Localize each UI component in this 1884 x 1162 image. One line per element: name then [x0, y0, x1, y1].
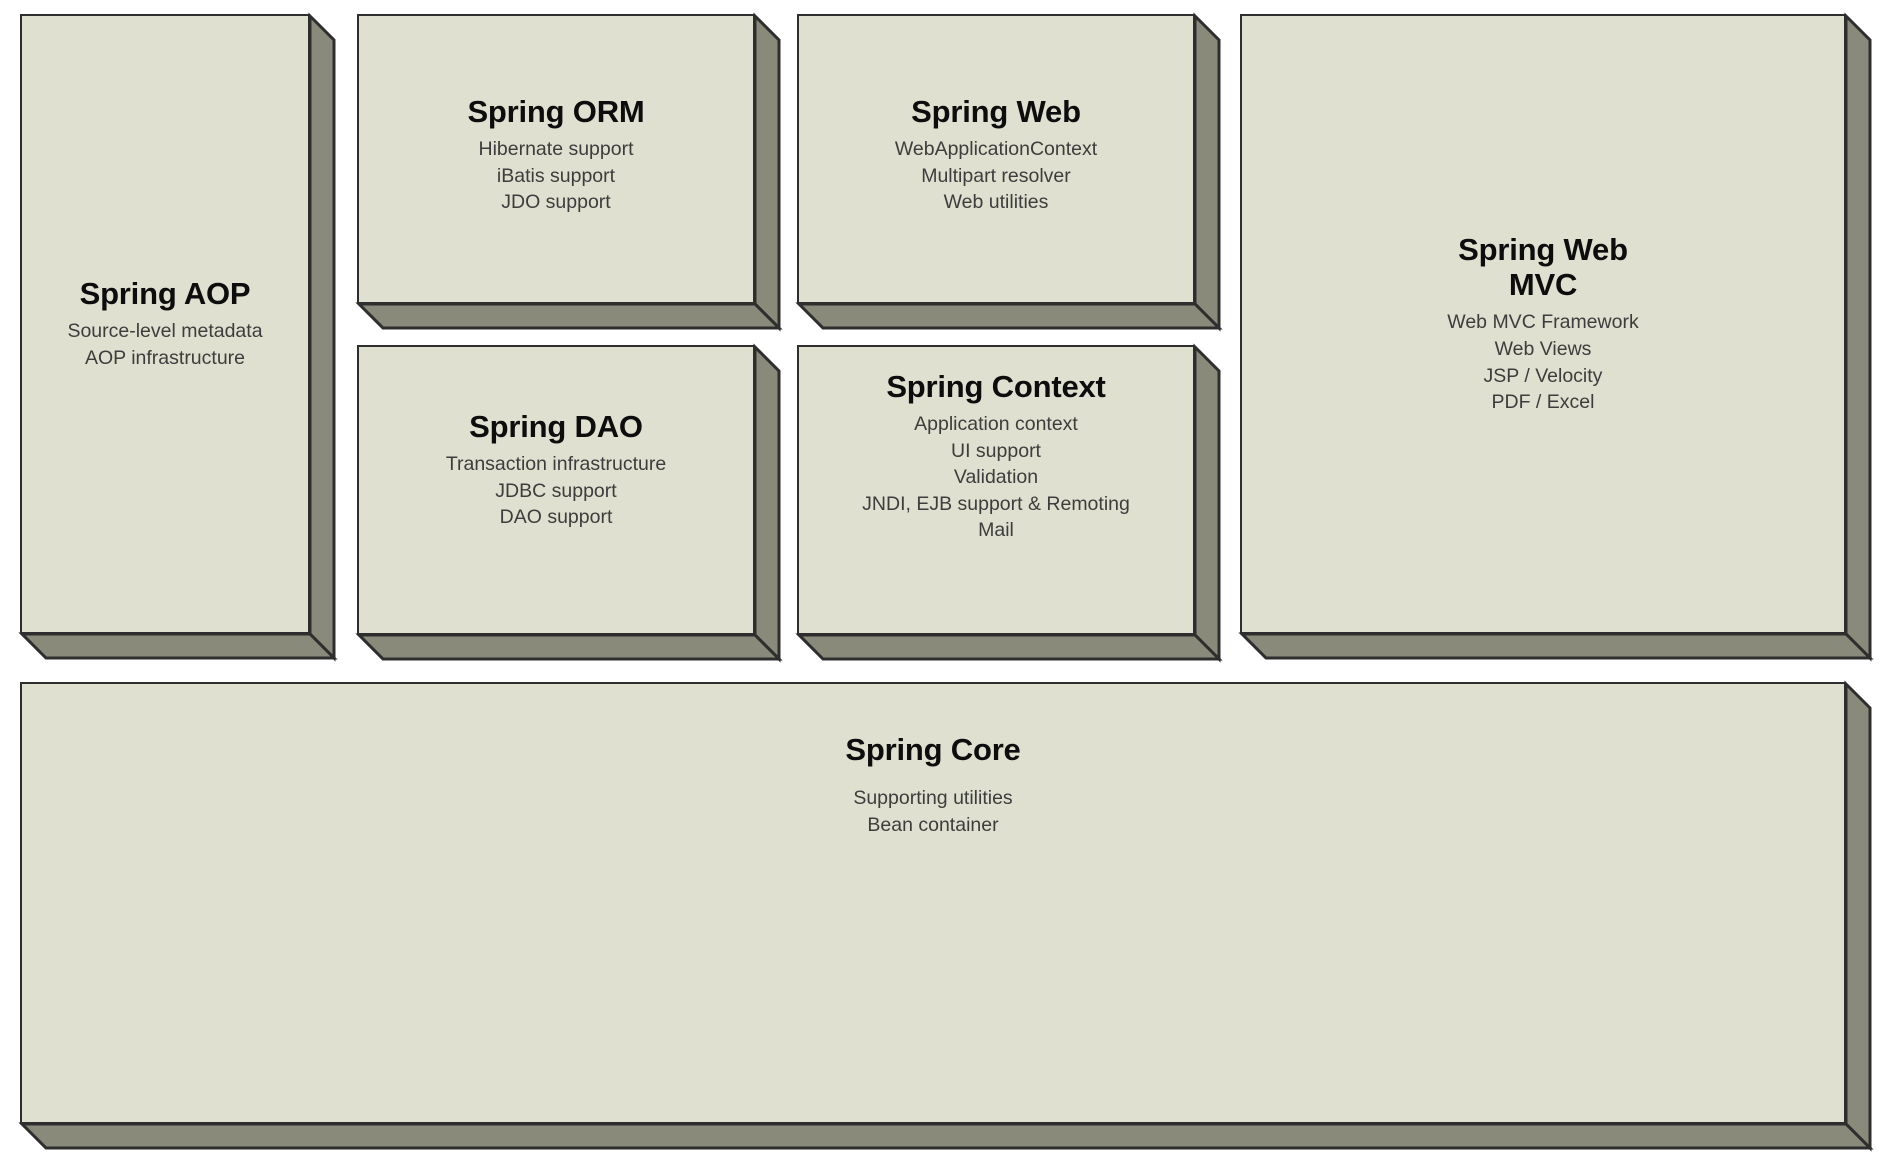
- spring-context-detail-2: Validation: [953, 466, 1039, 489]
- spring-orm-face: Spring ORM Hibernate support iBatis supp…: [357, 14, 755, 304]
- spring-web-mvc-detail-2: JSP / Velocity: [1483, 364, 1603, 387]
- spring-aop-title: Spring AOP: [79, 276, 251, 312]
- spring-web-mvc-face: Spring Web MVC Web MVC Framework Web Vie…: [1240, 14, 1846, 634]
- spring-web-mvc-extrusion: [1238, 12, 1874, 662]
- spring-core-details: Supporting utilities Bean container: [853, 785, 1012, 838]
- spring-dao-detail-0: Transaction infrastructure: [445, 453, 667, 476]
- spring-web-detail-1: Multipart resolver: [921, 164, 1071, 187]
- spring-dao-details: Transaction infrastructure JDBC support …: [446, 451, 666, 531]
- module-box-spring-orm[interactable]: Spring ORM Hibernate support iBatis supp…: [355, 12, 783, 332]
- spring-web-face: Spring Web WebApplicationContext Multipa…: [797, 14, 1195, 304]
- spring-orm-detail-1: iBatis support: [496, 164, 616, 187]
- spring-aop-face: Spring AOP Source-level metadata AOP inf…: [20, 14, 310, 634]
- spring-web-extrusion: [795, 12, 1223, 332]
- spring-aop-extrusion: [18, 12, 338, 662]
- spring-orm-detail-2: JDO support: [501, 191, 611, 214]
- module-box-spring-web[interactable]: Spring Web WebApplicationContext Multipa…: [795, 12, 1223, 332]
- spring-context-face: Spring Context Application context UI su…: [797, 345, 1195, 635]
- spring-web-detail-2: Web utilities: [943, 191, 1049, 214]
- spring-dao-title: Spring DAO: [469, 409, 643, 444]
- module-box-spring-dao[interactable]: Spring DAO Transaction infrastructure JD…: [355, 343, 783, 663]
- spring-orm-extrusion: [355, 12, 783, 332]
- spring-web-title: Spring Web: [911, 94, 1081, 129]
- spring-web-mvc-detail-0: Web MVC Framework: [1447, 311, 1639, 334]
- spring-context-detail-3: JNDI, EJB support & Remoting: [862, 492, 1130, 515]
- spring-context-title: Spring Context: [886, 369, 1106, 404]
- spring-orm-detail-0: Hibernate support: [478, 138, 634, 161]
- module-box-spring-core[interactable]: Spring Core Supporting utilities Bean co…: [18, 680, 1874, 1152]
- spring-context-details: Application context UI support Validatio…: [862, 411, 1130, 544]
- spring-web-details: WebApplicationContext Multipart resolver…: [895, 136, 1097, 216]
- module-box-spring-web-mvc[interactable]: Spring Web MVC Web MVC Framework Web Vie…: [1238, 12, 1874, 662]
- spring-core-title: Spring Core: [845, 732, 1021, 767]
- spring-dao-detail-1: JDBC support: [495, 479, 617, 502]
- spring-web-mvc-detail-1: Web Views: [1494, 338, 1592, 360]
- spring-context-detail-4: Mail: [978, 519, 1014, 542]
- spring-web-mvc-detail-3: PDF / Excel: [1491, 391, 1595, 414]
- module-box-spring-aop[interactable]: Spring AOP Source-level metadata AOP inf…: [18, 12, 338, 662]
- spring-dao-face: Spring DAO Transaction infrastructure JD…: [357, 345, 755, 635]
- spring-web-mvc-details: Web MVC Framework Web Views JSP / Veloci…: [1447, 309, 1638, 415]
- spring-orm-details: Hibernate support iBatis support JDO sup…: [478, 136, 633, 216]
- spring-core-extrusion: [18, 680, 1874, 1152]
- spring-core-detail-0: Supporting utilities: [853, 787, 1013, 810]
- spring-web-detail-0: WebApplicationContext: [894, 138, 1098, 161]
- spring-core-detail-1: Bean container: [867, 813, 999, 836]
- spring-core-face: Spring Core Supporting utilities Bean co…: [20, 682, 1846, 1124]
- spring-aop-details: Source-level metadata AOP infrastructure: [67, 318, 262, 371]
- spring-context-detail-0: Application context: [914, 413, 1078, 436]
- spring-dao-detail-2: DAO support: [499, 506, 613, 529]
- spring-context-detail-1: UI support: [951, 439, 1041, 462]
- spring-context-extrusion: [795, 343, 1223, 663]
- spring-dao-extrusion: [355, 343, 783, 663]
- spring-aop-detail-0: Source-level metadata: [67, 320, 263, 343]
- spring-orm-title: Spring ORM: [467, 94, 645, 129]
- module-box-spring-context[interactable]: Spring Context Application context UI su…: [795, 343, 1223, 663]
- spring-web-mvc-title: Spring Web MVC: [1458, 232, 1628, 303]
- spring-aop-detail-1: AOP infrastructure: [84, 347, 246, 369]
